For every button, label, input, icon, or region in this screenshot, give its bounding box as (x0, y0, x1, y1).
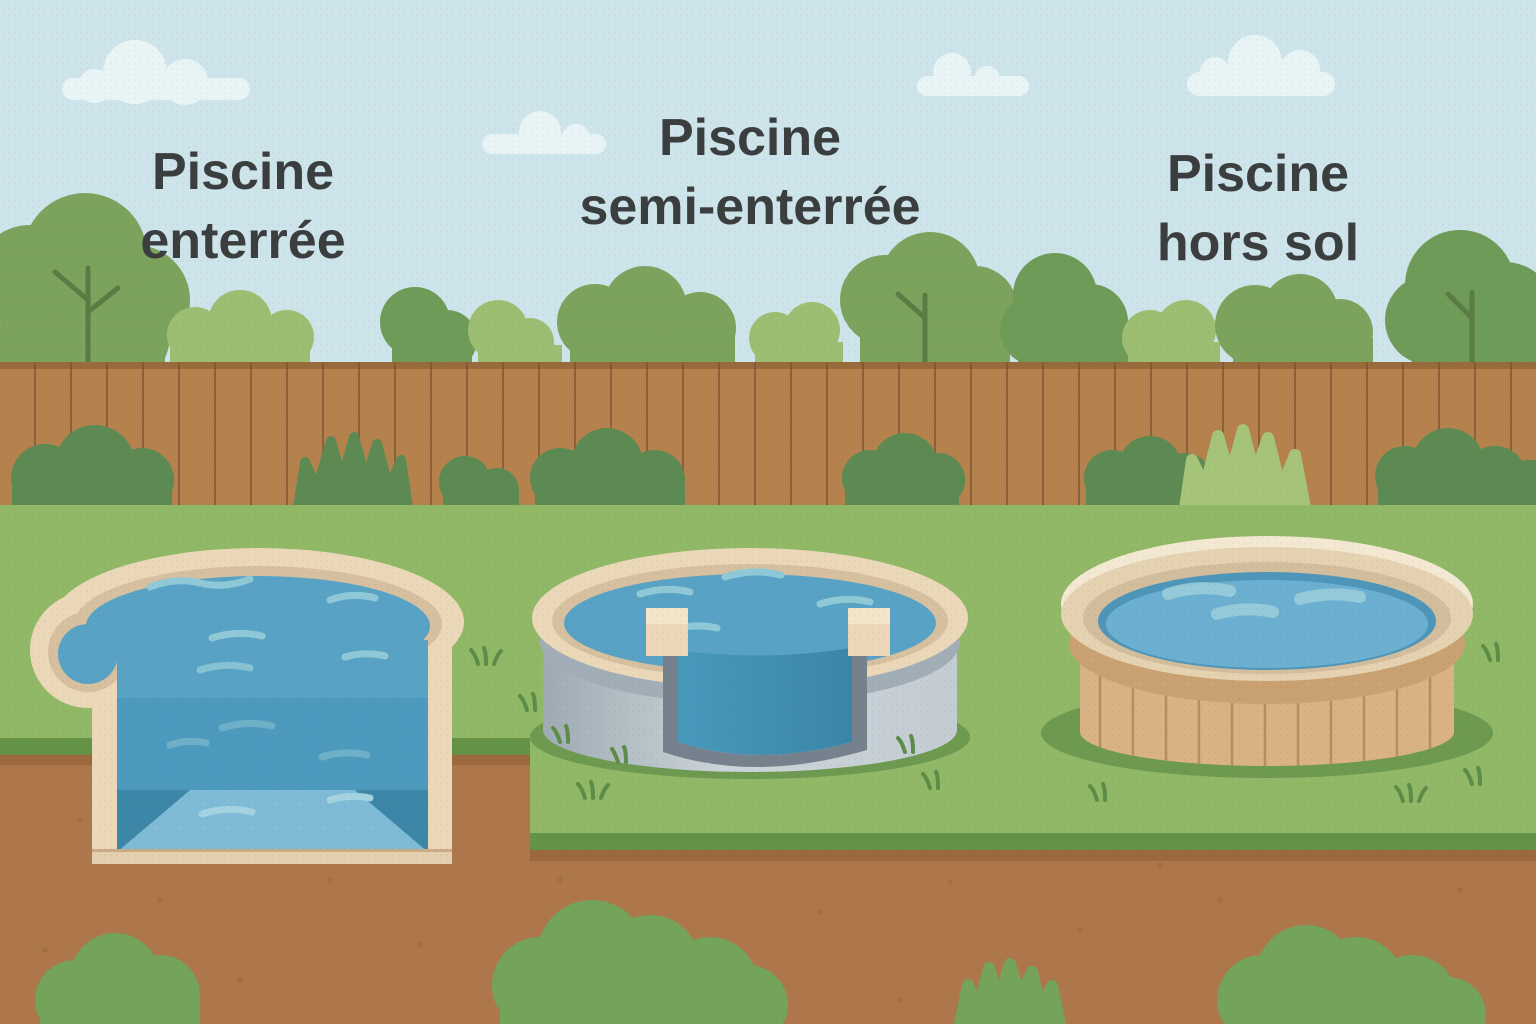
fence-top-rail (0, 362, 1536, 369)
pool-bottom-line (92, 849, 452, 852)
bottom-grass-tuft (954, 958, 1066, 1024)
cloud (917, 53, 1029, 96)
pool-floor (117, 790, 428, 852)
bottom-bush (492, 900, 788, 1024)
cut-water-face (678, 648, 852, 755)
tree (0, 193, 190, 366)
bottom-bush (35, 933, 200, 1024)
bush (468, 300, 562, 366)
label-line: enterrée (140, 211, 346, 270)
branch (52, 265, 121, 366)
tree (1385, 230, 1536, 366)
tree (840, 232, 1017, 366)
label-pool-inground: Piscine enterrée (140, 138, 345, 275)
label-line: hors sol (1156, 213, 1360, 272)
coping-end-cap (646, 608, 688, 656)
bottom-bush (1217, 925, 1486, 1024)
cut-edge (663, 610, 867, 768)
water-waves (636, 568, 874, 634)
label-line: Piscine (658, 109, 842, 167)
bush (1215, 274, 1373, 366)
label-pool-above-ground: Piscine hors sol (1157, 140, 1359, 277)
bush (1122, 300, 1220, 366)
label-line: Piscine (151, 143, 335, 201)
pool-side-wall (355, 790, 428, 852)
branch (1445, 289, 1475, 366)
clouds (62, 35, 1335, 154)
cloud (62, 40, 250, 105)
bush (167, 290, 314, 366)
branch (895, 291, 928, 366)
water-waves (146, 575, 389, 818)
label-pool-semi-inground: Piscine semi-enterrée (579, 104, 920, 241)
grass-edge (530, 833, 1536, 850)
pool-bottom-lip (92, 852, 452, 864)
horizon-trees (0, 193, 1536, 366)
pool-side-wall (117, 790, 190, 852)
label-line: Piscine (1166, 145, 1350, 203)
water-surface (1106, 580, 1428, 668)
water-highlights (1162, 582, 1366, 620)
label-line: semi-enterrée (579, 177, 921, 236)
water-surface (58, 576, 430, 700)
cloud (1187, 35, 1335, 96)
bush (842, 433, 965, 510)
coping-end-cap (848, 608, 890, 656)
spiky-bush-light (1179, 424, 1311, 512)
bush (557, 266, 736, 366)
bush (1000, 253, 1128, 366)
bush (380, 287, 477, 366)
grass-tufts (551, 724, 915, 764)
dirt-shadow (530, 850, 1536, 861)
cloud (482, 111, 606, 154)
spiky-bush (293, 432, 413, 512)
